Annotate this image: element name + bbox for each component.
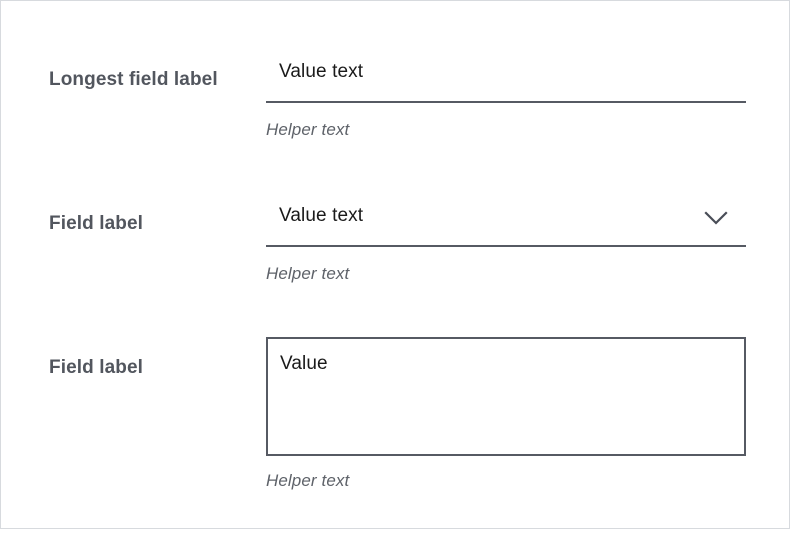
text-input-control: Value text Helper text (266, 61, 746, 139)
text-input-helper: Helper text (266, 120, 350, 139)
chevron-down-icon[interactable] (703, 209, 729, 227)
text-input-underline (266, 101, 746, 103)
select-helper: Helper text (266, 264, 350, 283)
select-underline (266, 245, 746, 247)
form-card: Longest field label Value text Helper te… (0, 0, 790, 529)
field-label-longest: Longest field label (49, 69, 218, 90)
textarea-value: Value (280, 353, 328, 374)
textarea-control: Value Helper text (266, 337, 746, 490)
text-input[interactable]: Value text (266, 61, 746, 103)
textarea-input[interactable]: Value (266, 337, 746, 456)
select-value: Value text (279, 205, 364, 226)
field-label-select: Field label (49, 213, 144, 234)
textarea-helper: Helper text (266, 471, 350, 490)
field-label-textarea: Field label (49, 357, 144, 378)
text-input-value: Value text (279, 61, 364, 82)
select-control: Value text Helper text (266, 205, 746, 283)
select-input[interactable]: Value text (266, 205, 746, 247)
